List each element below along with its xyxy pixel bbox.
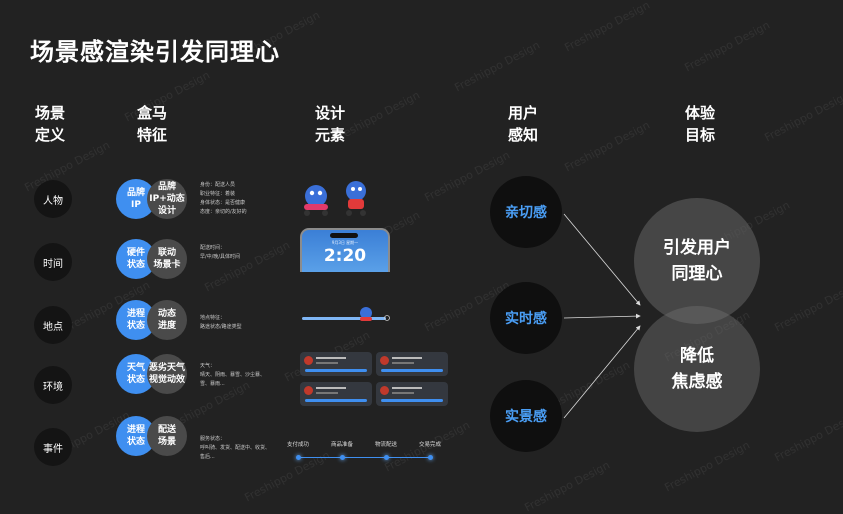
watermark-text: Freshippo Design bbox=[562, 118, 653, 175]
timeline-label-preparing: 商品准备 bbox=[330, 442, 353, 448]
perception-realtime: 实时感 bbox=[490, 282, 562, 354]
goal-empathy: 引发用户同理心 bbox=[634, 198, 760, 324]
arrows-to-goal bbox=[563, 213, 641, 419]
feature-pair-time: 硬件状态 联动场景卡 bbox=[116, 239, 196, 279]
header-experience-goal: 体验目标 bbox=[684, 104, 715, 144]
row-label-time: 时间 bbox=[34, 243, 72, 281]
feature-pair-place: 进程状态 动态进度 bbox=[116, 300, 196, 340]
watermark-text: Freshippo Design bbox=[562, 0, 653, 55]
perception-realscene: 实景感 bbox=[490, 380, 562, 452]
weather-card bbox=[300, 382, 372, 406]
mascot-illustrations bbox=[304, 181, 366, 216]
row-label-place: 地点 bbox=[34, 306, 72, 344]
timeline-dot bbox=[384, 455, 389, 460]
header-hema-features: 盒马特征 bbox=[136, 104, 167, 144]
mascot-rider-icon bbox=[346, 181, 366, 216]
feature-weather-motion: 恶劣天气视觉动效 bbox=[147, 354, 187, 394]
watermark-text: Freshippo Design bbox=[682, 18, 773, 75]
watermark-text: Freshippo Design bbox=[772, 408, 843, 465]
header-design-elements: 设计元素 bbox=[314, 104, 345, 144]
watermark-text: Freshippo Design bbox=[762, 88, 843, 145]
feature-process-status-2: 进程状态 bbox=[116, 416, 156, 456]
phone-notch bbox=[330, 233, 358, 238]
feature-dynamic-progress: 动态进度 bbox=[147, 300, 187, 340]
header-scene-definition: 场景定义 bbox=[34, 104, 65, 144]
timeline-dot bbox=[296, 455, 301, 460]
timeline-label-paid: 支付成功 bbox=[286, 442, 309, 448]
perception-friendly: 亲切感 bbox=[490, 176, 562, 248]
weather-card bbox=[300, 352, 372, 376]
progress-mascot-icon bbox=[360, 307, 390, 321]
feature-linked-card: 联动场景卡 bbox=[147, 239, 187, 279]
phone-lock-screen: 9月3日 星期一 2:20 bbox=[300, 228, 390, 272]
row-label-event: 事件 bbox=[34, 428, 72, 466]
feature-pair-environment: 天气状态 恶劣天气视觉动效 bbox=[116, 354, 196, 394]
timeline-label-shipping: 物流配送 bbox=[374, 442, 397, 448]
mascot-scooter-icon bbox=[304, 185, 328, 216]
feature-pair-event: 进程状态 配送场景 bbox=[116, 416, 196, 456]
desc-environment: 天气： 晴天、阴雨、暴雪、沙尘暴、 雪、暴雨... bbox=[200, 363, 266, 387]
watermark-text: Freshippo Design bbox=[662, 438, 753, 495]
timeline-dot bbox=[340, 455, 345, 460]
desc-event: 服务状态： 呼叫骑、发货、配送中、收货、 售后... bbox=[200, 436, 271, 460]
desc-time: 配送时间： 早/中/晚/具体时间 bbox=[200, 245, 241, 260]
desc-person: 身份：配送人员 职业特征：着装 身体状态：是否健康 态度：亲切的/友好的 bbox=[200, 182, 247, 215]
watermark-text: Freshippo Design bbox=[452, 38, 543, 95]
desc-place: 地点特征： 路途状态/路途类型 bbox=[200, 315, 242, 330]
row-label-environment: 环境 bbox=[34, 366, 72, 404]
timeline-dot bbox=[428, 455, 433, 460]
weather-card bbox=[376, 352, 448, 376]
feature-delivery-scene: 配送场景 bbox=[147, 416, 187, 456]
weather-card bbox=[376, 382, 448, 406]
progress-track bbox=[302, 317, 386, 320]
phone-time: 2:20 bbox=[323, 246, 367, 266]
watermark-text: Freshippo Design bbox=[772, 278, 843, 335]
watermark-text: Freshippo Design bbox=[522, 458, 613, 514]
goal-reduce-anxiety: 降低焦虑感 bbox=[634, 306, 760, 432]
row-label-person: 人物 bbox=[34, 180, 72, 218]
page-title: 场景感渲染引发同理心 bbox=[30, 38, 280, 66]
header-user-perception: 用户感知 bbox=[507, 104, 538, 144]
phone-date: 9月3日 星期一 bbox=[331, 240, 359, 245]
timeline-line bbox=[298, 457, 432, 458]
timeline-label-completed: 交易完成 bbox=[418, 442, 441, 448]
